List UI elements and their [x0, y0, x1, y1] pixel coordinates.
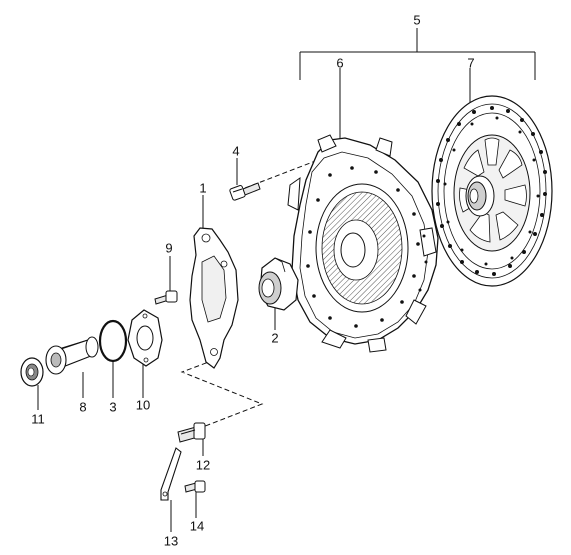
part-8-guide-sleeve — [45, 336, 99, 375]
callout-12: 12 — [195, 457, 211, 473]
part-2-release-bearing — [258, 257, 299, 311]
callout-1: 1 — [199, 180, 207, 196]
callout-9: 9 — [165, 240, 173, 256]
callout-5: 5 — [413, 12, 421, 28]
part-3-o-ring — [98, 319, 128, 363]
part-14-bolt — [184, 480, 206, 493]
callout-2: 2 — [271, 330, 279, 346]
callout-8: 8 — [79, 399, 87, 415]
callout-13: 13 — [163, 533, 179, 549]
part-12-stud — [177, 422, 206, 443]
group-bracket-5 — [299, 28, 536, 80]
callout-6: 6 — [336, 55, 344, 71]
part-13-strip — [160, 447, 182, 501]
part-1-release-bracket — [189, 227, 239, 369]
part-7-clutch-disc — [431, 95, 553, 287]
part-10-flange — [127, 309, 163, 367]
part-6-pressure-plate — [287, 134, 439, 353]
dash-guides — [180, 159, 319, 431]
part-11-seal — [20, 357, 44, 387]
callout-14: 14 — [189, 518, 205, 534]
part-4-bolt — [229, 182, 261, 201]
callout-7: 7 — [467, 55, 475, 71]
callout-4: 4 — [232, 143, 240, 159]
callout-10: 10 — [135, 397, 151, 413]
callout-11: 11 — [31, 411, 45, 427]
part-9-bolt — [154, 290, 178, 305]
callout-3: 3 — [109, 399, 117, 415]
